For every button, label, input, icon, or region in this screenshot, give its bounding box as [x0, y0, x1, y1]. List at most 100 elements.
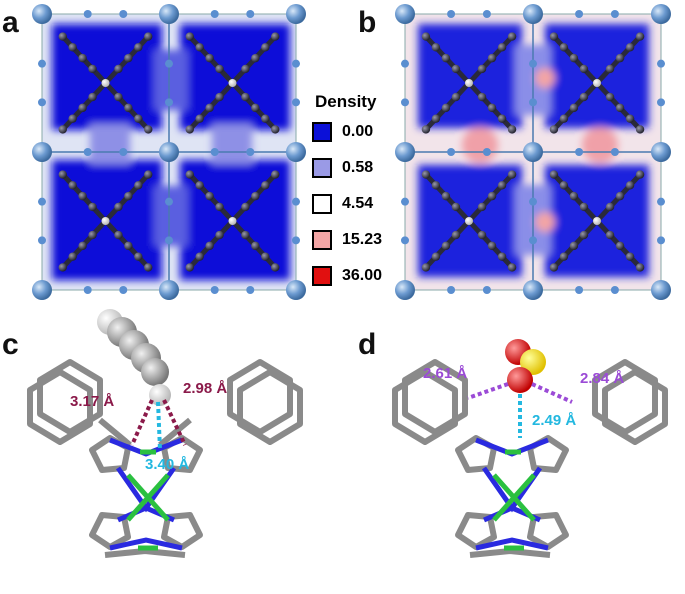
carbon-atom: [215, 230, 224, 240]
nitrogen-atom: [165, 236, 173, 245]
metal-node: [32, 280, 52, 300]
legend-value: 15.23: [342, 231, 383, 248]
carbon-atom: [579, 64, 589, 74]
hydrogen-atom: [101, 217, 110, 225]
nitrogen-atom: [292, 197, 300, 206]
nitrogen-atom: [165, 98, 173, 107]
nitrogen-atom: [38, 236, 46, 245]
carbon-atom: [261, 252, 270, 261]
nitrogen-atom: [119, 286, 128, 294]
carbon-atom: [205, 103, 214, 113]
carbon-atom: [569, 241, 579, 251]
carbon-atom: [195, 43, 204, 52]
carbon-atom: [625, 114, 635, 123]
carbon-atom: [477, 202, 487, 212]
hydrogen-atom: [101, 79, 110, 87]
legend-item: 36.00: [312, 265, 382, 287]
carbon-atom: [185, 263, 194, 272]
carbon-atom: [88, 230, 97, 240]
nitrogen-atom: [447, 148, 456, 156]
carbon-atom: [271, 32, 280, 41]
metal-node: [286, 142, 306, 162]
nitrogen-atom: [210, 286, 219, 294]
metal-node: [159, 280, 179, 300]
carbon-atom: [507, 263, 517, 272]
carbon-atom: [185, 125, 194, 134]
panel-label-a: a: [2, 6, 19, 39]
nitrogen-atom: [610, 148, 619, 156]
carbon-atom: [88, 92, 97, 102]
carbon-atom: [507, 170, 517, 179]
carbon-atom: [441, 241, 451, 251]
nitrogen-atom: [165, 197, 173, 206]
carbon-atom: [251, 103, 260, 113]
nitrogen-atom: [529, 236, 537, 245]
legend-swatch: [312, 194, 332, 214]
metal-node: [523, 4, 543, 24]
metal-node: [523, 280, 543, 300]
panel-label-b: b: [358, 6, 377, 39]
carbon-atom: [195, 252, 204, 261]
legend-swatch: [312, 266, 332, 286]
legend-value: 0.58: [342, 159, 374, 176]
carbon-atom: [441, 103, 451, 113]
carbon-atom: [58, 125, 67, 134]
carbon-atom: [251, 241, 260, 251]
legend-value: 36.00: [342, 267, 383, 284]
carbon-atom: [261, 114, 270, 123]
carbon-atom: [144, 125, 153, 134]
metal-node: [395, 142, 415, 162]
carbon-atom: [241, 64, 250, 74]
carbon-atom: [625, 43, 635, 52]
carbon-atom: [441, 53, 451, 63]
carbon-atom: [635, 170, 645, 179]
carbon-atom: [497, 252, 507, 261]
carbon-atom: [477, 230, 487, 240]
carbon-atom: [431, 43, 441, 52]
nitrogen-atom: [83, 286, 92, 294]
nitrogen-atom: [575, 286, 584, 294]
carbon-atom: [251, 191, 260, 201]
carbon-atom: [421, 170, 431, 179]
carbon-atom: [605, 230, 615, 240]
carbon-atom: [579, 202, 589, 212]
carbon-atom: [215, 202, 224, 212]
carbon-atom: [271, 170, 280, 179]
carbon-atom: [114, 230, 123, 240]
legend-swatch: [312, 158, 332, 178]
legend-item: 0.58: [312, 157, 373, 179]
carbon-atom: [625, 252, 635, 261]
nitrogen-atom: [119, 10, 128, 18]
nitrogen-atom: [210, 10, 219, 18]
carbon-atom: [68, 181, 77, 190]
carbon-atom: [185, 32, 194, 41]
carbon-atom: [625, 181, 635, 190]
carbon-atom: [579, 92, 589, 102]
metal-node: [395, 4, 415, 24]
nitrogen-atom: [482, 10, 491, 18]
carbon-atom: [579, 230, 589, 240]
carbon-atom: [487, 53, 497, 63]
carbon-atom: [431, 181, 441, 190]
carbon-atom: [635, 32, 645, 41]
carbon-atom: [68, 114, 77, 123]
nitrogen-atom: [657, 197, 665, 206]
carbon-atom: [615, 191, 625, 201]
carbon-atom: [124, 191, 133, 201]
nitrogen-atom: [246, 10, 255, 18]
framework-overlay-a: [32, 4, 306, 300]
carbon-atom: [124, 103, 133, 113]
carbon-atom: [559, 252, 569, 261]
legend-swatch: [312, 122, 332, 142]
carbon-atom: [241, 92, 250, 102]
carbon-atom: [431, 114, 441, 123]
carbon-atom: [507, 32, 517, 41]
metal-node: [32, 4, 52, 24]
carbon-atom: [215, 64, 224, 74]
carbon-atom: [195, 114, 204, 123]
carbon-atom: [451, 64, 461, 74]
carbon-atom: [241, 202, 250, 212]
legend-value: 4.54: [342, 195, 374, 212]
carbon-atom: [605, 202, 615, 212]
